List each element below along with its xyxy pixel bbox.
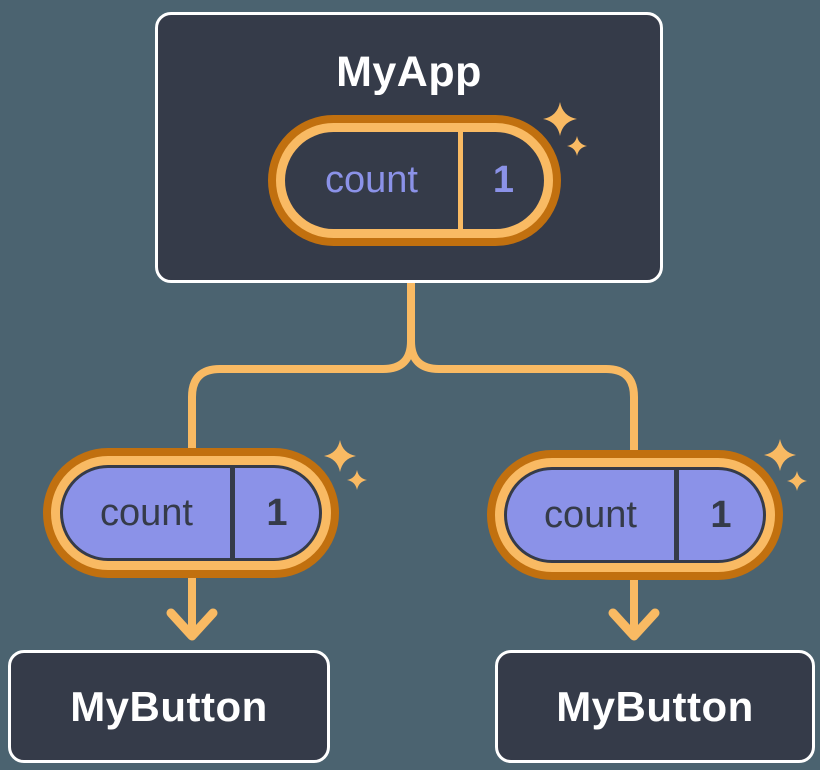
component-title: MyApp xyxy=(336,48,482,96)
component-title: MyButton xyxy=(70,682,268,730)
state-pill-body: count 1 xyxy=(285,132,544,229)
component-node-mybutton-left: MyButton xyxy=(8,650,330,763)
prop-pill-left: count 1 xyxy=(43,448,339,578)
arrow-down-icon xyxy=(166,608,218,641)
sparkle-icon xyxy=(324,440,356,472)
arrow-down-icon xyxy=(608,608,660,641)
prop-value-label: 1 xyxy=(710,493,732,536)
prop-pill-body: count 1 xyxy=(60,465,322,561)
state-name-label: count xyxy=(325,159,418,201)
component-node-myapp: MyApp count 1 xyxy=(155,12,663,283)
component-node-mybutton-right: MyButton xyxy=(495,650,815,763)
component-title: MyButton xyxy=(556,682,754,730)
prop-value-label: 1 xyxy=(266,491,288,534)
prop-name-label: count xyxy=(544,493,637,536)
pill-divider xyxy=(458,132,463,229)
pill-divider xyxy=(674,470,679,560)
state-pill: count 1 xyxy=(268,115,561,246)
sparkle-icon xyxy=(787,471,807,491)
prop-name-label: count xyxy=(100,491,193,534)
sparkle-icon xyxy=(764,439,796,471)
prop-pill-body: count 1 xyxy=(504,467,766,563)
prop-pill-right: count 1 xyxy=(487,450,783,580)
sparkle-icon xyxy=(347,470,367,490)
pill-divider xyxy=(230,468,235,558)
state-value-label: 1 xyxy=(492,159,515,201)
